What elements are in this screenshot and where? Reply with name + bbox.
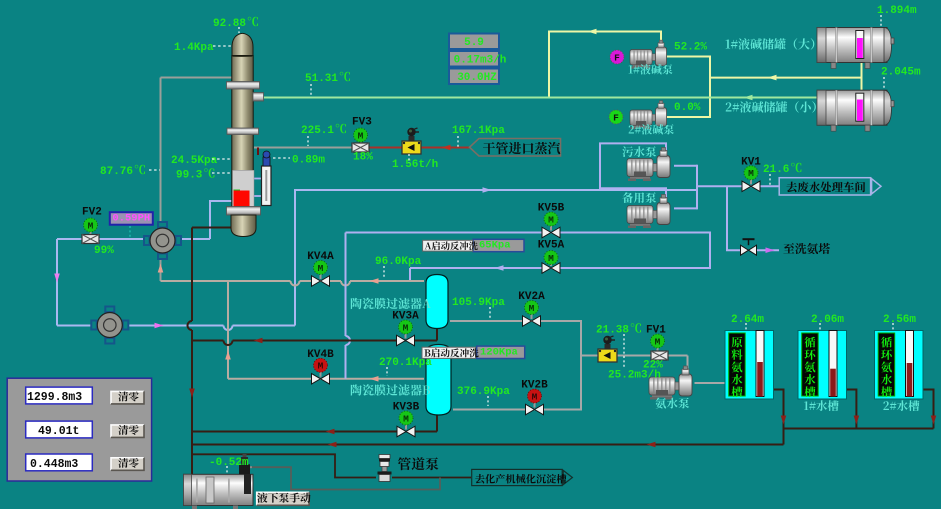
svg-text:25.2m3/h: 25.2m3/h <box>608 370 661 382</box>
svg-text:1.894m: 1.894m <box>877 5 917 17</box>
svg-text:52.2%: 52.2% <box>674 42 707 54</box>
svg-text:22%: 22% <box>643 360 663 372</box>
svg-text:65Kpa: 65Kpa <box>479 240 511 252</box>
svg-text:KV3A: KV3A <box>392 311 419 323</box>
svg-text:2.64m: 2.64m <box>731 314 764 326</box>
svg-text:21.6: 21.6 <box>763 164 789 176</box>
svg-text:21.38: 21.38 <box>596 325 629 337</box>
svg-text:M: M <box>529 303 535 314</box>
svg-text:0.0%: 0.0% <box>674 102 701 114</box>
svg-text:FV3: FV3 <box>352 117 372 129</box>
svg-text:M: M <box>403 413 409 424</box>
svg-text:0.59PH: 0.59PH <box>112 213 150 225</box>
svg-text:51.31: 51.31 <box>305 73 338 85</box>
svg-text:5.9: 5.9 <box>464 37 484 49</box>
svg-text:KV1: KV1 <box>741 156 761 168</box>
svg-text:KV4A: KV4A <box>307 251 334 263</box>
svg-text:2.06m: 2.06m <box>811 314 844 326</box>
svg-text:92.88: 92.88 <box>213 18 246 30</box>
svg-text:1.4Kpa: 1.4Kpa <box>174 42 214 54</box>
svg-text:KV5A: KV5A <box>538 240 565 252</box>
svg-text:225.1: 225.1 <box>301 125 334 137</box>
svg-text:0.17m3/h: 0.17m3/h <box>454 55 507 67</box>
svg-text:M: M <box>358 130 364 141</box>
svg-text:1.56t/h: 1.56t/h <box>392 159 438 171</box>
svg-text:M: M <box>532 391 538 402</box>
svg-text:18%: 18% <box>353 152 373 164</box>
svg-text:M: M <box>748 168 754 179</box>
svg-text:120Kpa: 120Kpa <box>480 347 519 359</box>
svg-text:KV4B: KV4B <box>307 349 334 361</box>
svg-text:F: F <box>614 52 620 63</box>
svg-text:99%: 99% <box>94 245 114 257</box>
svg-text:0.89m: 0.89m <box>292 155 325 167</box>
svg-text:KV5B: KV5B <box>538 203 565 215</box>
svg-text:2.56m: 2.56m <box>883 314 916 326</box>
svg-text:M: M <box>655 336 661 347</box>
svg-text:270.1Kpa: 270.1Kpa <box>379 357 432 369</box>
svg-text:99.3: 99.3 <box>176 170 203 182</box>
svg-text:2.045m: 2.045m <box>881 67 921 79</box>
svg-text:49.01t: 49.01t <box>38 425 79 438</box>
svg-text:M: M <box>548 253 554 264</box>
svg-text:KV2B: KV2B <box>521 380 548 392</box>
svg-text:1299.8m3: 1299.8m3 <box>27 391 82 404</box>
svg-text:FV1: FV1 <box>646 325 666 337</box>
svg-text:96.0Kpa: 96.0Kpa <box>375 256 422 268</box>
svg-text:M: M <box>548 214 554 225</box>
svg-text:-0.52m: -0.52m <box>209 457 249 469</box>
svg-text:M: M <box>88 220 94 231</box>
svg-text:105.9Kpa: 105.9Kpa <box>452 297 505 309</box>
svg-text:M: M <box>403 322 409 333</box>
svg-text:167.1Kpa: 167.1Kpa <box>452 125 505 137</box>
svg-text:M: M <box>318 361 324 372</box>
svg-text:KV2A: KV2A <box>518 291 545 303</box>
svg-text:F: F <box>613 112 619 123</box>
svg-text:M: M <box>318 263 324 274</box>
svg-text:87.76: 87.76 <box>100 166 133 178</box>
svg-text:FV2: FV2 <box>82 207 102 219</box>
svg-text:0.448m3: 0.448m3 <box>30 458 78 471</box>
svg-text:376.9Kpa: 376.9Kpa <box>457 386 510 398</box>
svg-text:30.0HZ: 30.0HZ <box>457 72 497 84</box>
svg-text:KV3B: KV3B <box>393 402 420 414</box>
svg-text:24.5Kpa: 24.5Kpa <box>171 155 218 167</box>
